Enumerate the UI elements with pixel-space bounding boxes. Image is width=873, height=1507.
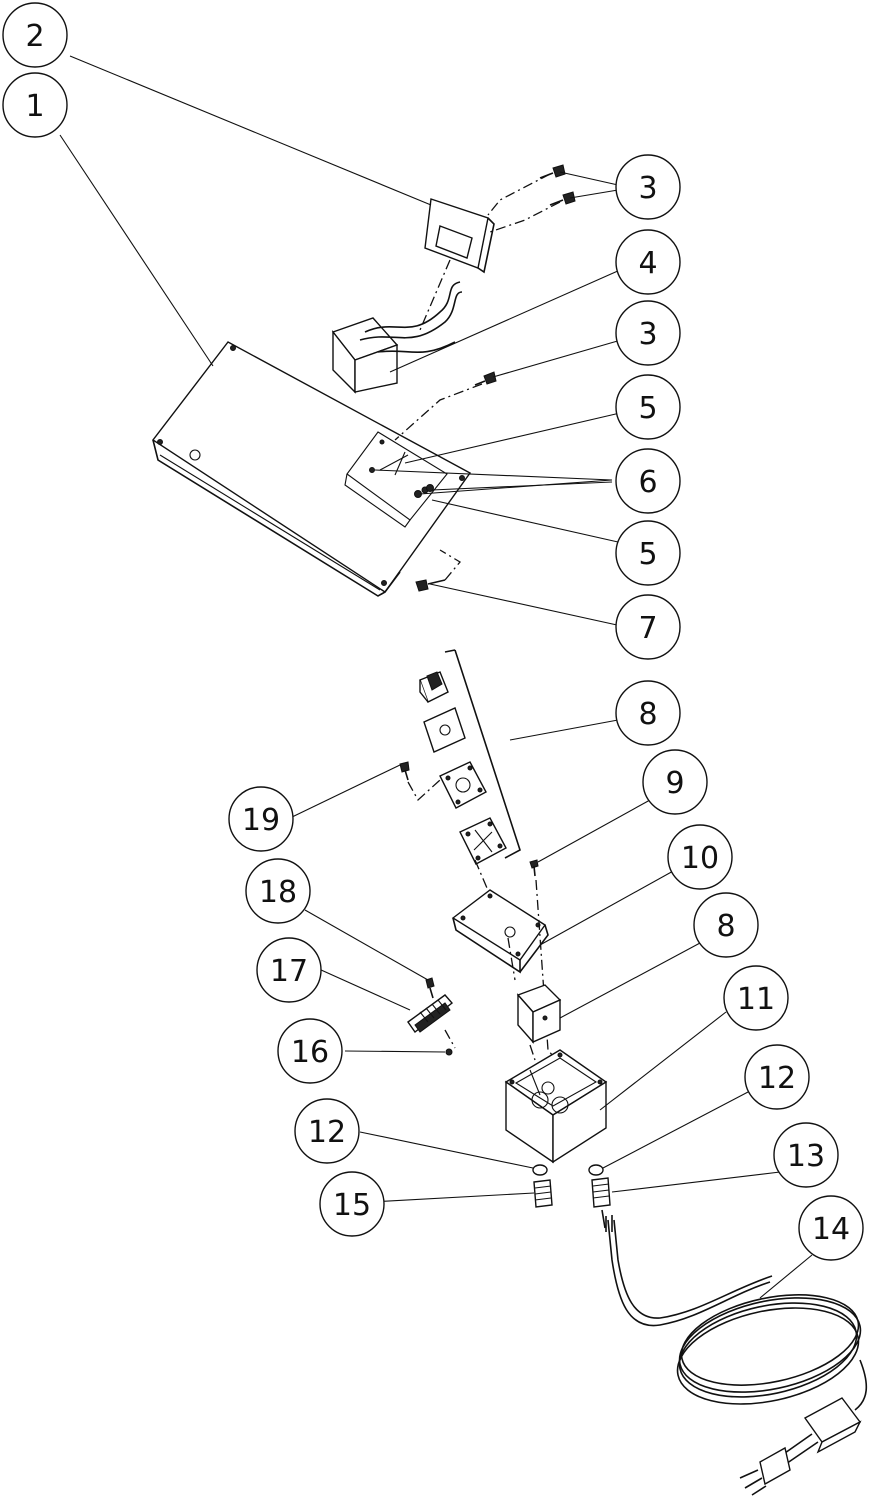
callout-label: 11 [737,982,775,1017]
part-8-switch-stack [419,649,521,931]
callout-4: 4 [615,229,681,295]
callout-7: 7 [615,594,681,660]
part-3-screw-middle [394,371,497,441]
part-9-screw [529,859,539,877]
callout-label: 8 [638,697,657,732]
callout-3-top: 3 [615,154,681,220]
callout-3-middle: 3 [615,300,681,366]
callout-13: 13 [773,1122,839,1188]
callout-5-lower: 5 [615,520,681,586]
callout-15: 15 [319,1171,385,1237]
part-12-washers [532,1164,604,1176]
callout-16: 16 [277,1018,343,1084]
callout-label: 5 [638,537,657,572]
callout-10: 10 [667,824,733,890]
callout-label: 8 [716,909,735,944]
callout-label: 12 [308,1115,346,1150]
part-4-transformer [331,259,463,394]
callout-label: 2 [25,19,44,54]
part-17-terminal-block [407,977,456,1056]
callout-label: 3 [638,171,657,206]
callout-label: 18 [259,875,297,910]
callout-label: 14 [812,1212,850,1247]
callout-label: 10 [681,841,719,876]
callout-label: 5 [638,391,657,426]
callout-label: 1 [25,89,44,124]
callout-label: 9 [665,766,684,801]
callout-19: 19 [228,786,294,852]
part-7-bolt [415,549,461,592]
part-2-switch-bracket [424,198,495,274]
part-8-switch-body-lower [516,984,562,1061]
callout-5-upper: 5 [615,374,681,440]
callout-label: 15 [333,1188,371,1223]
part-19-screw [399,761,441,802]
callout-label: 3 [638,317,657,352]
callout-11: 11 [723,965,789,1031]
callout-1: 1 [2,72,68,138]
callout-12-left: 12 [294,1098,360,1164]
callout-8-lower: 8 [693,892,759,958]
callout-14: 14 [798,1195,864,1261]
leader-lines [59,55,813,1299]
callout-9: 9 [642,749,708,815]
callout-label: 12 [758,1061,796,1096]
part-14-power-cord [605,1215,868,1496]
callout-18: 18 [245,858,311,924]
callout-label: 7 [638,611,657,646]
callout-label: 16 [291,1035,329,1070]
part-1-mounting-plate [151,341,472,597]
callout-label: 4 [638,246,657,281]
callout-12-right: 12 [744,1044,810,1110]
callout-2: 2 [2,2,68,68]
callout-8-upper: 8 [615,680,681,746]
callout-label: 13 [787,1139,825,1174]
callout-17: 17 [256,937,322,1003]
part-11-electrical-box [504,1049,608,1164]
callout-6: 6 [615,448,681,514]
part-13-strain-relief [591,1177,611,1229]
callout-label: 17 [270,954,308,989]
part-15-connector [533,1179,553,1208]
part-3-screws-top [487,164,576,233]
callout-label: 19 [242,803,280,838]
callout-label: 6 [638,465,657,500]
